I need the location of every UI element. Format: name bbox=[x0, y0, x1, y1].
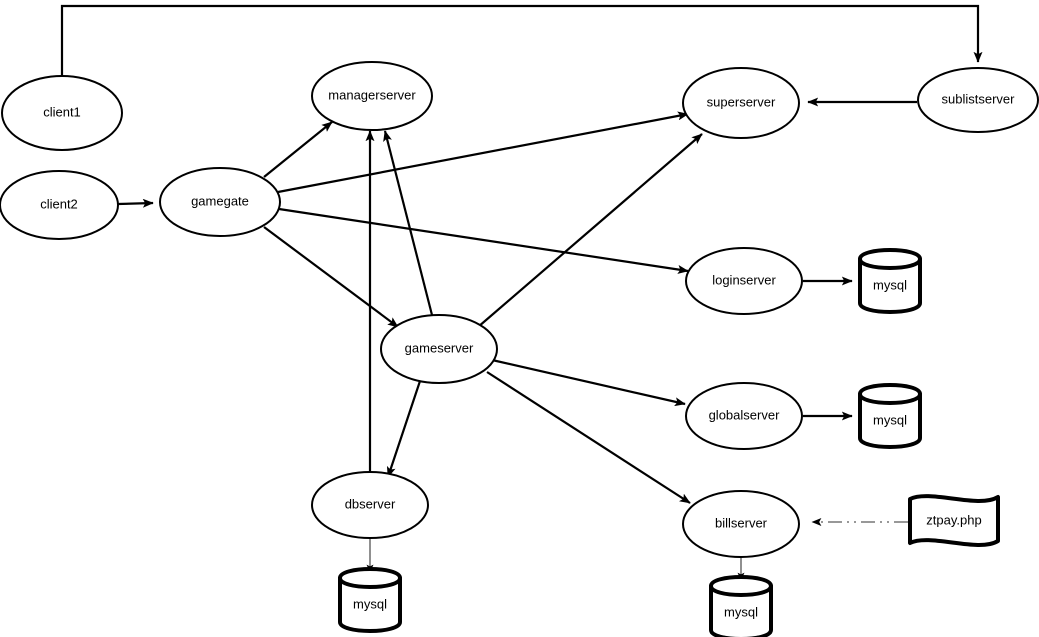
node-superserver[interactable]: superserver bbox=[682, 67, 800, 139]
node-client1[interactable]: client1 bbox=[1, 75, 123, 151]
node-mysql-loginserver[interactable]: mysql bbox=[858, 248, 922, 314]
node-globalserver[interactable]: globalserver bbox=[685, 382, 803, 450]
edge-gameserver-to-billserver bbox=[486, 371, 691, 504]
node-label-superserver: superserver bbox=[707, 94, 776, 109]
node-layer: client1 client2 gamegate managerserver s… bbox=[0, 61, 1039, 637]
node-label-ztpay-php: ztpay.php bbox=[926, 512, 981, 527]
node-label-mysql-loginserver: mysql bbox=[873, 277, 907, 292]
node-billserver[interactable]: billserver bbox=[682, 490, 800, 558]
node-gamegate[interactable]: gamegate bbox=[159, 167, 281, 237]
edge-gameserver-to-dbserver bbox=[386, 380, 422, 478]
node-label-mysql-dbserver: mysql bbox=[353, 596, 387, 611]
node-managerserver[interactable]: managerserver bbox=[311, 61, 433, 131]
edge-client2-to-gamegate bbox=[117, 198, 154, 208]
node-client2[interactable]: client2 bbox=[0, 170, 119, 240]
node-label-managerserver: managerserver bbox=[328, 87, 416, 102]
node-gameserver[interactable]: gameserver bbox=[380, 314, 498, 384]
edge-gamegate-to-managerserver bbox=[263, 121, 333, 178]
node-label-client2: client2 bbox=[40, 196, 78, 211]
node-ztpay-php[interactable]: ztpay.php bbox=[908, 494, 1000, 547]
edge-gameserver-to-superserver bbox=[477, 133, 703, 328]
node-loginserver[interactable]: loginserver bbox=[685, 247, 803, 315]
node-label-mysql-globalserver: mysql bbox=[873, 412, 907, 427]
edge-gamegate-to-loginserver bbox=[278, 207, 689, 274]
node-label-billserver: billserver bbox=[715, 515, 768, 530]
edge-gamegate-to-gameserver bbox=[263, 226, 399, 328]
node-dbserver[interactable]: dbserver bbox=[311, 471, 429, 539]
edge-layer bbox=[60, 4, 983, 581]
node-label-globalserver: globalserver bbox=[709, 407, 780, 422]
edge-client1-to-sublistserver bbox=[60, 4, 983, 76]
node-label-loginserver: loginserver bbox=[712, 272, 776, 287]
edge-gamegate-to-superserver bbox=[277, 111, 689, 194]
edge-gameserver-to-globalserver bbox=[491, 358, 686, 407]
edge-gameserver-to-managerserver bbox=[383, 130, 434, 316]
node-label-dbserver: dbserver bbox=[345, 496, 396, 511]
node-mysql-globalserver[interactable]: mysql bbox=[858, 383, 922, 449]
node-label-gamegate: gamegate bbox=[191, 193, 249, 208]
node-sublistserver[interactable]: sublistserver bbox=[917, 67, 1039, 133]
node-mysql-dbserver[interactable]: mysql bbox=[338, 567, 402, 633]
node-label-client1: client1 bbox=[43, 104, 81, 119]
node-mysql-billserver[interactable]: mysql bbox=[709, 575, 773, 637]
node-label-gameserver: gameserver bbox=[405, 340, 474, 355]
node-label-mysql-billserver: mysql bbox=[724, 604, 758, 619]
node-label-sublistserver: sublistserver bbox=[942, 91, 1016, 106]
